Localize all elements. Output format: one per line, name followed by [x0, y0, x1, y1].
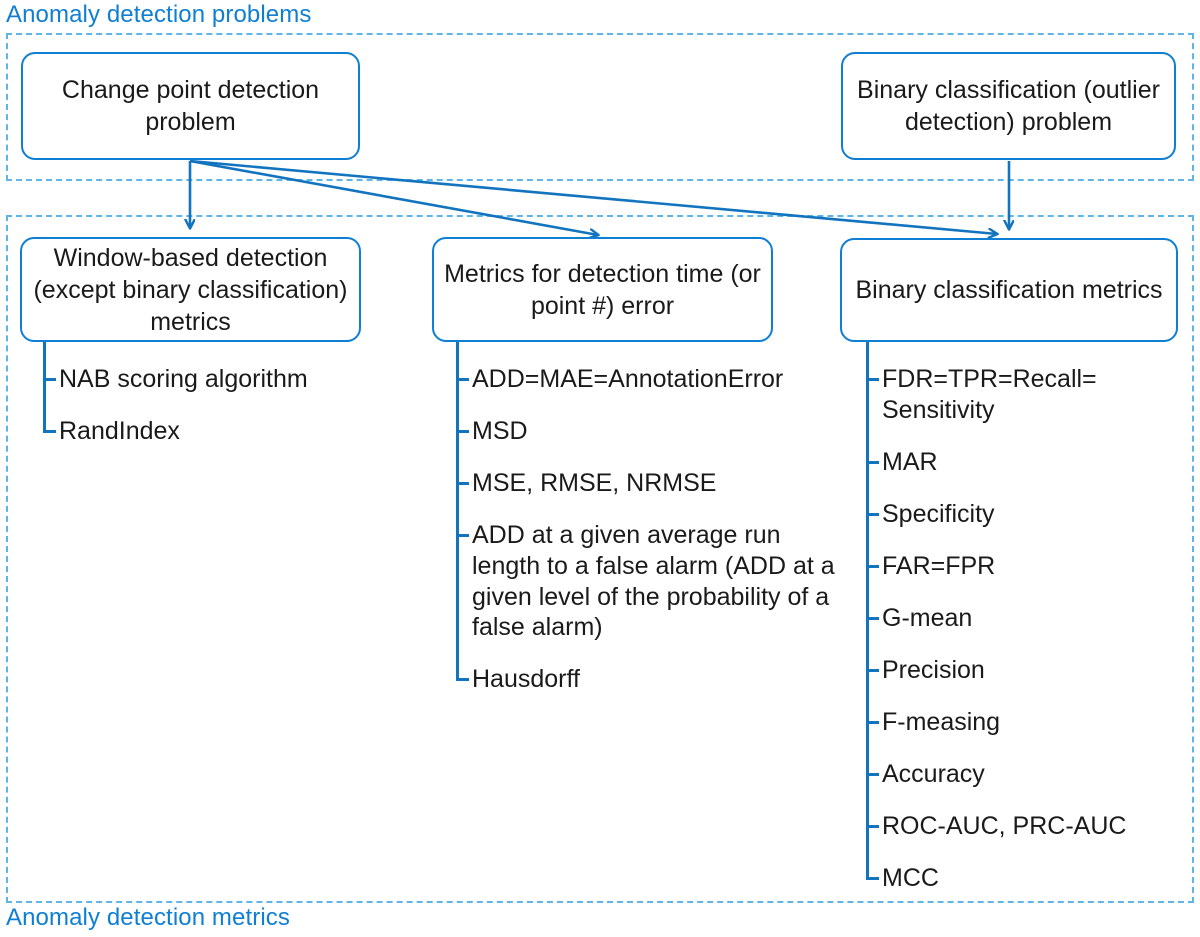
metric-item[interactable]: MCC — [866, 863, 1176, 894]
metric-item-label: F-measing — [882, 708, 1001, 736]
metric-item[interactable]: ADD at a given average run length to a f… — [456, 520, 846, 643]
tree-tick — [456, 482, 469, 485]
metric-item-label: ADD=MAE=AnnotationError — [472, 365, 784, 393]
tree-tick — [866, 721, 879, 724]
metric-item[interactable]: Hausdorff — [456, 664, 846, 695]
metric-item[interactable]: RandIndex — [43, 416, 363, 447]
tree-tick — [456, 378, 469, 381]
metric-item-label: MSE, RMSE, NRMSE — [472, 469, 717, 497]
metric-item[interactable]: G-mean — [866, 603, 1176, 634]
tree-tick — [866, 461, 879, 464]
metric-item[interactable]: ADD=MAE=AnnotationError — [456, 364, 846, 395]
tree-tick — [866, 773, 879, 776]
metric-item-label: RandIndex — [59, 417, 180, 445]
metric-item-label: NAB scoring algorithm — [59, 365, 308, 393]
metric-item-label: MAR — [882, 448, 938, 476]
metric-item-label: Specificity — [882, 500, 995, 528]
metric-item[interactable]: MSE, RMSE, NRMSE — [456, 468, 846, 499]
tree-tick — [456, 534, 469, 537]
node-title: Metrics for detection time (or point #) … — [444, 259, 761, 320]
tree-stem — [456, 342, 459, 679]
metric-item-label: FAR=FPR — [882, 552, 996, 580]
tree-tick — [866, 565, 879, 568]
node-title: Change point detection problem — [61, 76, 320, 136]
metric-item[interactable]: F-measing — [866, 707, 1176, 738]
metric-item[interactable]: NAB scoring algorithm — [43, 364, 363, 395]
tree-tick — [456, 430, 469, 433]
tree-tick — [866, 825, 879, 828]
metric-item[interactable]: MSD — [456, 416, 846, 447]
metric-item[interactable]: Precision — [866, 655, 1176, 686]
tree-tick — [866, 617, 879, 620]
metric-item[interactable]: MAR — [866, 447, 1176, 478]
tree-tick — [866, 669, 879, 672]
metric-item[interactable]: Specificity — [866, 499, 1176, 530]
metric-item-label: Hausdorff — [472, 665, 580, 693]
node-detection-time-metrics[interactable]: Metrics for detection time (or point #) … — [432, 237, 773, 342]
node-window-based-metrics[interactable]: Window-based detection (except binary cl… — [20, 237, 361, 342]
node-title: Binary classification (outlier detection… — [857, 76, 1160, 136]
tree-stem — [43, 342, 46, 431]
tree-tick — [866, 513, 879, 516]
metric-item-label: Precision — [882, 656, 985, 684]
group-label-anomaly-detection-metrics: Anomaly detection metrics — [6, 904, 290, 931]
metric-item-label: ADD at a given average run length to a f… — [472, 521, 835, 642]
node-change-point-detection-problem[interactable]: Change point detection problem — [21, 52, 360, 160]
node-binary-classification-metrics[interactable]: Binary classification metrics — [840, 238, 1178, 342]
metric-item-label: Accuracy — [882, 760, 985, 788]
tree-tick — [866, 877, 879, 880]
metric-item-label: ROC-AUC, PRC-AUC — [882, 812, 1127, 840]
node-title: Window-based detection (except binary cl… — [33, 243, 348, 336]
metric-item[interactable]: ROC-AUC, PRC-AUC — [866, 811, 1176, 842]
tree-tick — [43, 378, 56, 381]
metric-item-label: MSD — [472, 417, 528, 445]
metric-item-label: G-mean — [882, 604, 973, 632]
metric-item[interactable]: FAR=FPR — [866, 551, 1176, 582]
group-label-anomaly-detection-problems: Anomaly detection problems — [6, 1, 312, 28]
metric-item[interactable]: FDR=TPR=Recall= Sensitivity — [866, 364, 1176, 426]
tree-tick — [43, 430, 56, 433]
node-binary-classification-problem[interactable]: Binary classification (outlier detection… — [841, 52, 1176, 160]
metric-item-label: MCC — [882, 864, 939, 892]
metric-item[interactable]: Accuracy — [866, 759, 1176, 790]
tree-tick — [456, 678, 469, 681]
node-title: Binary classification metrics — [855, 276, 1163, 304]
tree-stem — [866, 342, 869, 878]
metric-item-label: FDR=TPR=Recall= Sensitivity — [882, 365, 1097, 424]
tree-tick — [866, 378, 879, 381]
